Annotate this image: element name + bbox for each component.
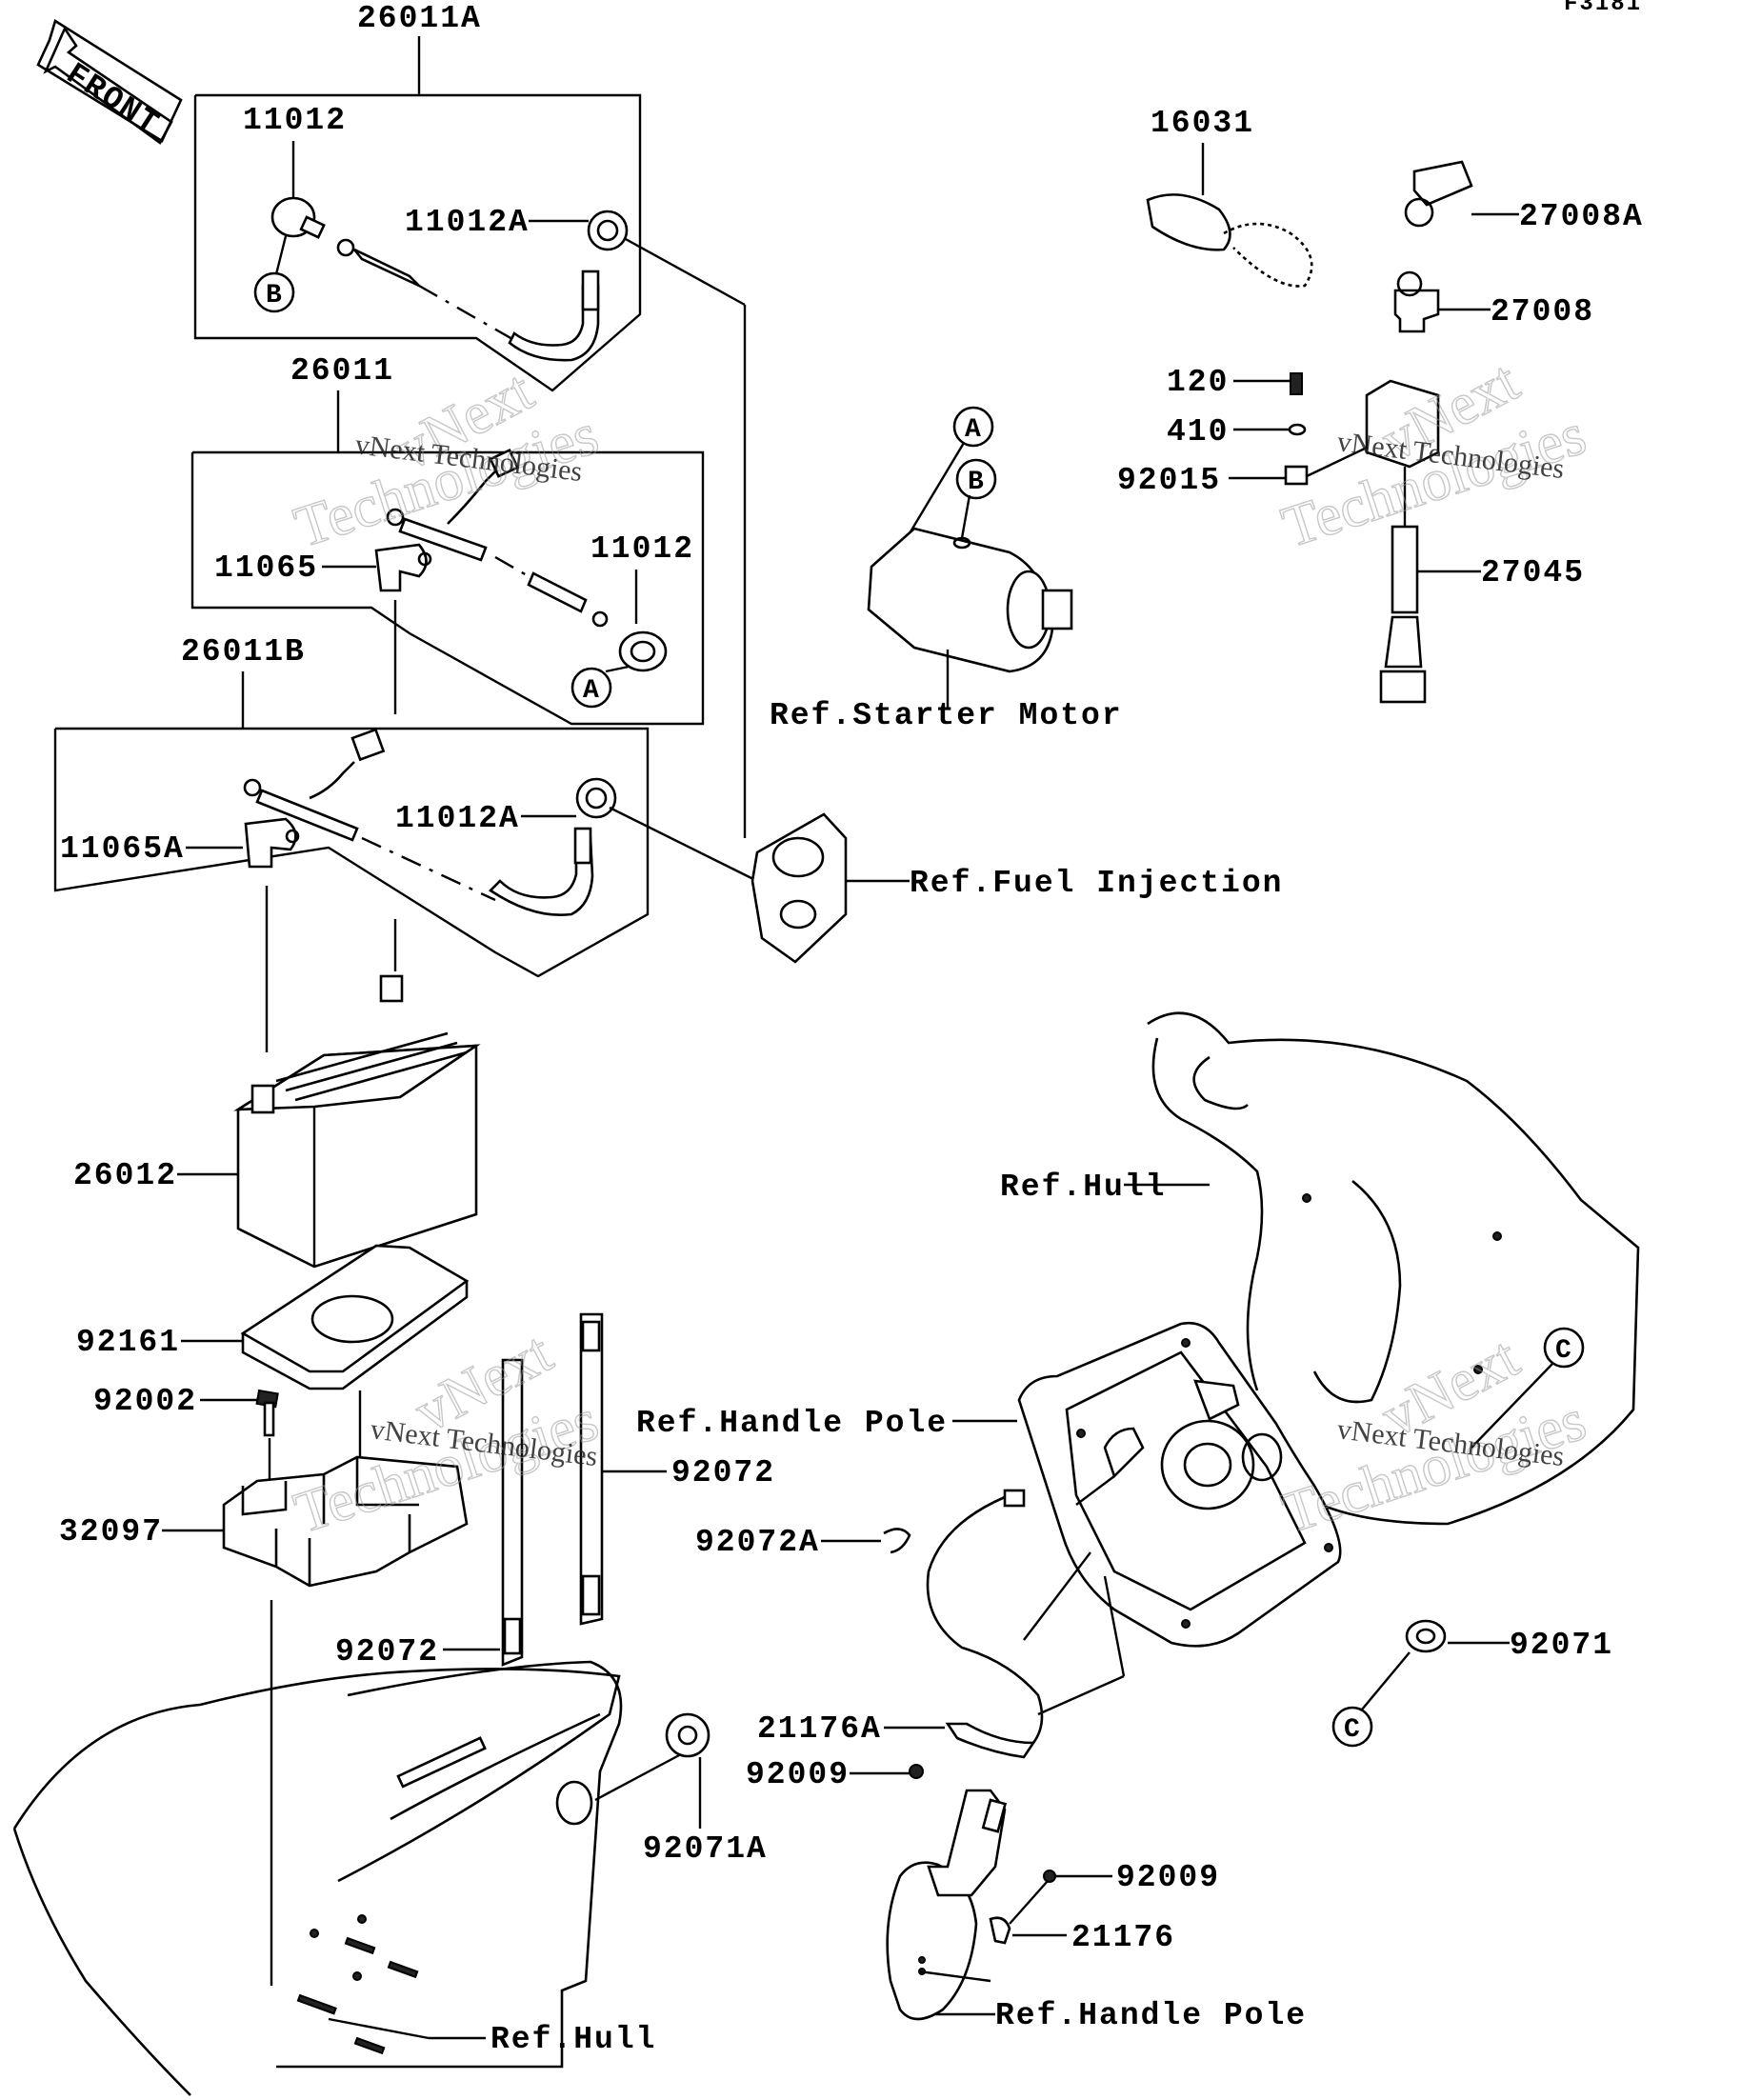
handle-pole-lower: Ref.Handle Pole 92009 21176 xyxy=(886,1789,1307,2033)
figure-code: F3181 xyxy=(1564,0,1642,17)
label-26011: 26011 xyxy=(290,353,394,389)
watermark-top-left: vNext Technologies vNext Technologies xyxy=(287,357,607,561)
label-92009-a: 92009 xyxy=(746,1757,850,1792)
starter-motor: A B Ref.Starter Motor xyxy=(770,406,1123,733)
label-92009-b: 92009 xyxy=(1116,1860,1220,1895)
label-120: 120 xyxy=(1167,365,1229,400)
bolt-92002: 92002 xyxy=(93,1384,279,1486)
terminal-boot-11065A xyxy=(244,817,297,869)
ref-hull-upper: Ref.Hull xyxy=(1000,1170,1166,1205)
callout-a-mid-letter: A xyxy=(583,676,599,706)
callout-c-right xyxy=(1543,1327,1585,1369)
label-27045: 27045 xyxy=(1481,555,1585,590)
grommet-92071 xyxy=(1405,1619,1447,1653)
key-27008 xyxy=(1393,289,1440,333)
label-21176: 21176 xyxy=(1071,1920,1175,1955)
label-92015: 92015 xyxy=(1117,463,1221,498)
label-92071: 92071 xyxy=(1510,1628,1613,1663)
ref-fuel-injection: Ref.Fuel Injection xyxy=(910,866,1283,901)
callout-c-right-letter: C xyxy=(1555,1336,1571,1366)
label-410: 410 xyxy=(1167,414,1229,450)
label-27008: 27008 xyxy=(1491,294,1594,330)
label-32097: 32097 xyxy=(59,1514,163,1550)
callout-b-top-letter: B xyxy=(968,468,984,497)
label-11012A-top: 11012A xyxy=(405,205,530,240)
grommet-92071-group: 92071 C xyxy=(1331,1619,1613,1748)
label-11012A-mid: 11012A xyxy=(395,801,520,836)
callout-a-top xyxy=(952,406,994,448)
label-11012-mid: 11012 xyxy=(590,531,694,567)
tray-92161: 92161 xyxy=(76,1244,470,1390)
label-92071A: 92071A xyxy=(643,1831,768,1867)
switch-27045 xyxy=(1365,379,1440,469)
battery-cap-11012-mid xyxy=(618,630,668,672)
label-27008A: 27008A xyxy=(1519,199,1644,234)
battery-cap-11012A-top xyxy=(587,210,629,251)
group-26011B: 26011B 11065A 11012A xyxy=(53,634,758,1052)
bracket-32097: 32097 xyxy=(59,1390,469,1986)
handle-pole-plate: Ref.Handle Pole xyxy=(636,1321,1342,1716)
callout-c-lower xyxy=(1331,1706,1373,1748)
terminal-boot-11065 xyxy=(374,543,428,592)
fuel-injection-throttle-body: Ref.Fuel Injection xyxy=(750,812,1283,964)
grommet-92071A xyxy=(665,1712,710,1758)
callout-b-left-letter: B xyxy=(266,281,282,310)
ref-handle-pole-upper: Ref.Handle Pole xyxy=(636,1406,948,1441)
hull-lower-left: 92071A Ref.Hull xyxy=(12,1660,768,2096)
battery-26012: 26012 xyxy=(73,974,481,1269)
ignition-key-group: 16031 27008A 27008 120 410 92015 27045 xyxy=(1117,106,1644,704)
straps-92072: 92072 92072 xyxy=(335,1312,775,1670)
label-26012: 26012 xyxy=(73,1158,177,1193)
callout-c-lower-letter: C xyxy=(1344,1715,1360,1745)
watermark-top-right: vNext Technologies vNext Technologies xyxy=(1274,348,1594,561)
strap-92072-left xyxy=(501,1358,524,1667)
callout-a-mid xyxy=(570,667,612,709)
label-92161: 92161 xyxy=(76,1325,180,1360)
label-11012-top: 11012 xyxy=(243,103,347,138)
label-92072A: 92072A xyxy=(695,1525,820,1560)
callout-a-top-letter: A xyxy=(965,415,981,445)
lanyard-16031 xyxy=(1146,193,1231,251)
label-92072-b: 92072 xyxy=(335,1634,439,1670)
front-label: FRONT xyxy=(60,56,167,142)
label-92002: 92002 xyxy=(93,1384,197,1419)
strap-92072-right xyxy=(579,1312,604,1626)
label-26011A: 26011A xyxy=(357,1,482,36)
label-21176A: 21176A xyxy=(757,1711,882,1747)
group-26011A: 26011A 11012 B 11012A xyxy=(193,1,747,838)
callout-b-left xyxy=(253,271,295,313)
label-92072-a: 92072 xyxy=(671,1455,775,1490)
hull-upper-right: Ref.Hull C xyxy=(1000,1011,1640,1526)
ref-hull-lower: Ref.Hull xyxy=(490,2022,656,2057)
wire-harness-group: 92072A 21176A 92009 xyxy=(695,1489,1044,1792)
label-11065A: 11065A xyxy=(60,831,185,867)
battery-cap-11012A-mid xyxy=(575,777,617,819)
front-arrow-icon: FRONT xyxy=(36,18,183,145)
label-11065: 11065 xyxy=(214,550,318,586)
group-26011: 26011 11065 11012 A xyxy=(190,353,705,726)
ref-handle-pole-lower: Ref.Handle Pole xyxy=(995,1998,1307,2033)
watermark-mid-right: vNext Technologies vNext Technologies xyxy=(1274,1324,1594,1547)
key-27008A xyxy=(1412,160,1473,207)
label-26011B: 26011B xyxy=(181,634,306,670)
ref-starter-motor: Ref.Starter Motor xyxy=(770,698,1123,733)
label-16031: 16031 xyxy=(1151,106,1254,141)
callout-b-top xyxy=(955,458,997,500)
